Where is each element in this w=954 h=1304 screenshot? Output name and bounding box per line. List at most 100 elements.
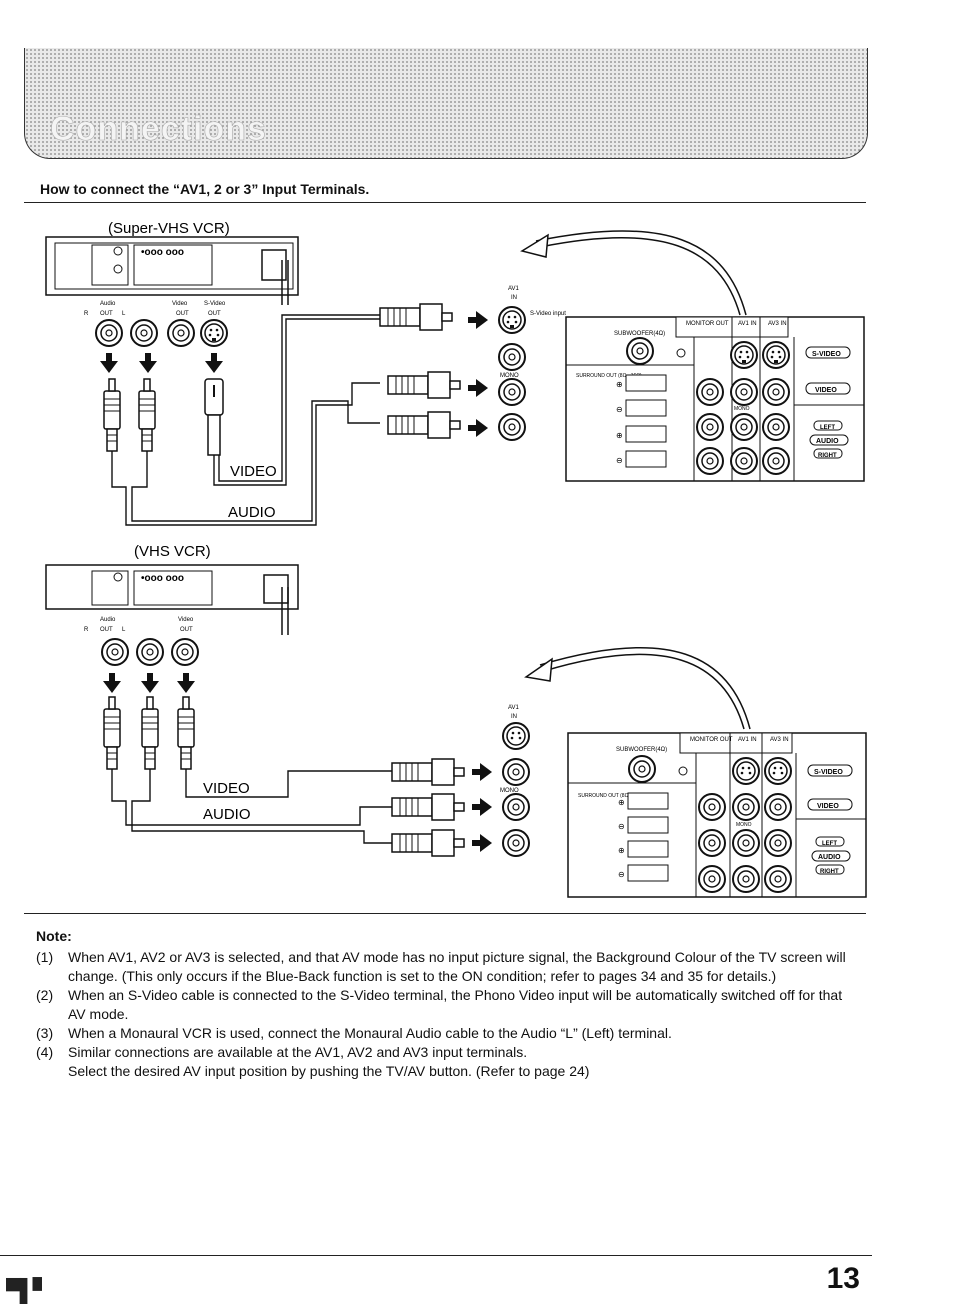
audio-cable-label: AUDIO: [203, 806, 251, 823]
banner-title: Connections: [50, 110, 267, 149]
mono-label: MONO: [500, 788, 519, 794]
svideo-panel-label: S-VIDEO: [814, 769, 843, 776]
note-item: (4) Similar connections are available at…: [36, 1043, 856, 1062]
footer-rule: [0, 1255, 872, 1256]
note-section: Note: (1) When AV1, AV2 or AV3 is select…: [36, 927, 856, 1081]
vcr-video-jack: [167, 319, 195, 347]
left-panel-label: LEFT: [822, 841, 837, 847]
surround-out-label: SURROUND OUT (8Ω - 16Ω): [576, 373, 642, 379]
tv-audio-l-jack: [502, 793, 530, 821]
curved-arrow-icon: [520, 233, 549, 258]
svg-text:•ooo ooo: •ooo ooo: [141, 247, 184, 258]
rca-plug-icon: [138, 378, 156, 452]
down-arrow-icon: [100, 353, 118, 373]
svg-text:⊕: ⊕: [616, 380, 623, 389]
note-item: (1) When AV1, AV2 or AV3 is selected, an…: [36, 948, 856, 986]
note-number: (4): [36, 1044, 54, 1060]
svideo-plug-icon: [204, 378, 224, 456]
right-arrow-icon: [468, 379, 488, 397]
video-terminal-label: Video: [178, 617, 194, 623]
rca-plug-icon: [387, 371, 461, 399]
device-label: (VHS VCR): [134, 543, 211, 560]
header-banner: [24, 48, 868, 159]
av1-in-label: AV1 IN: [738, 321, 757, 327]
video-panel-label: VIDEO: [817, 803, 839, 810]
note-extra: Select the desired AV input position by …: [68, 1063, 590, 1079]
audio-terminal-label: Audio: [100, 301, 116, 307]
r-label: R: [84, 627, 89, 633]
tv-audio-r-jack: [498, 413, 526, 441]
av3-in-label: AV3 IN: [768, 321, 787, 327]
svg-text:⊖: ⊖: [618, 822, 625, 831]
rca-plug-icon: [391, 758, 465, 786]
right-arrow-icon: [472, 798, 492, 816]
down-arrow-icon: [205, 353, 223, 373]
down-arrow-icon: [103, 673, 121, 693]
note-number: (1): [36, 949, 54, 965]
tv-svideo-jack: [502, 722, 530, 750]
vcr-audio-l-jack: [136, 638, 164, 666]
av1-label: AV1: [508, 705, 520, 711]
monitor-out-label: MONITOR OUT: [686, 321, 729, 327]
in-label: IN: [511, 714, 517, 720]
svideo-input-label: S-Video input: [530, 311, 566, 317]
tv-audio-l-jack: [498, 378, 526, 406]
note-text: Similar connections are available at the…: [68, 1044, 528, 1060]
down-arrow-icon: [177, 673, 195, 693]
right-arrow-icon: [472, 834, 492, 852]
svideo-plug-icon: [379, 303, 453, 331]
audio-cable-label: AUDIO: [228, 504, 276, 521]
rca-plug-icon: [391, 829, 465, 857]
svg-text:⊕: ⊕: [618, 846, 625, 855]
video-out-label: OUT: [176, 311, 189, 317]
tv-svideo-jack: [498, 306, 526, 334]
left-panel-label: LEFT: [820, 425, 835, 431]
curved-arrow-icon: [524, 657, 553, 682]
l-label: L: [122, 627, 126, 633]
vcr-video-jack: [171, 638, 199, 666]
rca-plug-icon: [141, 696, 159, 770]
vhs-connection-diagram: (VHS VCR) •ooo ooo Audio R OUT L Video O…: [45, 543, 867, 898]
svg-text:⊖: ⊖: [616, 456, 623, 465]
vcr-audio-r-jack: [101, 638, 129, 666]
svhs-connection-diagram: (Super-VHS VCR) •ooo ooo Audio R OUT L V…: [45, 220, 865, 526]
tv-rear-panel: SUBWOOFER(4Ω) MONITOR OUT AV1 IN AV3 IN …: [565, 316, 865, 482]
monitor-out-label: MONITOR OUT: [690, 737, 733, 743]
mono-label: MONO: [734, 406, 750, 412]
mono-label: MONO: [500, 373, 519, 379]
tv-video-jack: [498, 343, 526, 371]
vcr-audio-l-jack: [130, 319, 158, 347]
note-text: When AV1, AV2 or AV3 is selected, and th…: [68, 949, 846, 984]
note-rule: [24, 913, 866, 914]
svg-text:•ooo ooo: •ooo ooo: [141, 573, 184, 584]
svideo-terminal-label: S-Video: [204, 301, 226, 307]
surround-out-label: SURROUND OUT (8Ω - 16Ω): [578, 793, 644, 799]
right-panel-label: RIGHT: [818, 453, 837, 459]
svideo-panel-label: S-VIDEO: [812, 351, 841, 358]
down-arrow-icon: [141, 673, 159, 693]
audio-panel-label: AUDIO: [816, 438, 839, 445]
l-label: L: [122, 311, 126, 317]
tv-rear-panel: SUBWOOFER(4Ω) MONITOR OUT AV1 IN AV3 IN …: [567, 732, 867, 898]
page-number: 13: [826, 1262, 860, 1295]
av1-label: AV1: [508, 286, 520, 292]
right-arrow-icon: [468, 311, 488, 329]
note-title: Note:: [36, 928, 72, 944]
vcr-body: [45, 236, 299, 296]
av1-in-label: AV1 IN: [738, 737, 757, 743]
device-label: (Super-VHS VCR): [108, 220, 230, 237]
svg-text:⊖: ⊖: [616, 405, 623, 414]
tv-video-jack: [502, 758, 530, 786]
video-terminal-label: Video: [172, 301, 188, 307]
note-item: (3) When a Monaural VCR is used, connect…: [36, 1024, 856, 1043]
video-cable-label: VIDEO: [230, 463, 277, 480]
subwoofer-label: SUBWOOFER(4Ω): [616, 747, 667, 753]
av3-in-label: AV3 IN: [770, 737, 789, 743]
svg-text:⊕: ⊕: [618, 798, 625, 807]
video-panel-label: VIDEO: [815, 387, 837, 394]
note-item: (2) When an S-Video cable is connected t…: [36, 986, 856, 1024]
note-text: When a Monaural VCR is used, connect the…: [68, 1025, 672, 1041]
out-label: OUT: [100, 627, 113, 633]
r-label: R: [84, 311, 89, 317]
svg-text:⊕: ⊕: [616, 431, 623, 440]
